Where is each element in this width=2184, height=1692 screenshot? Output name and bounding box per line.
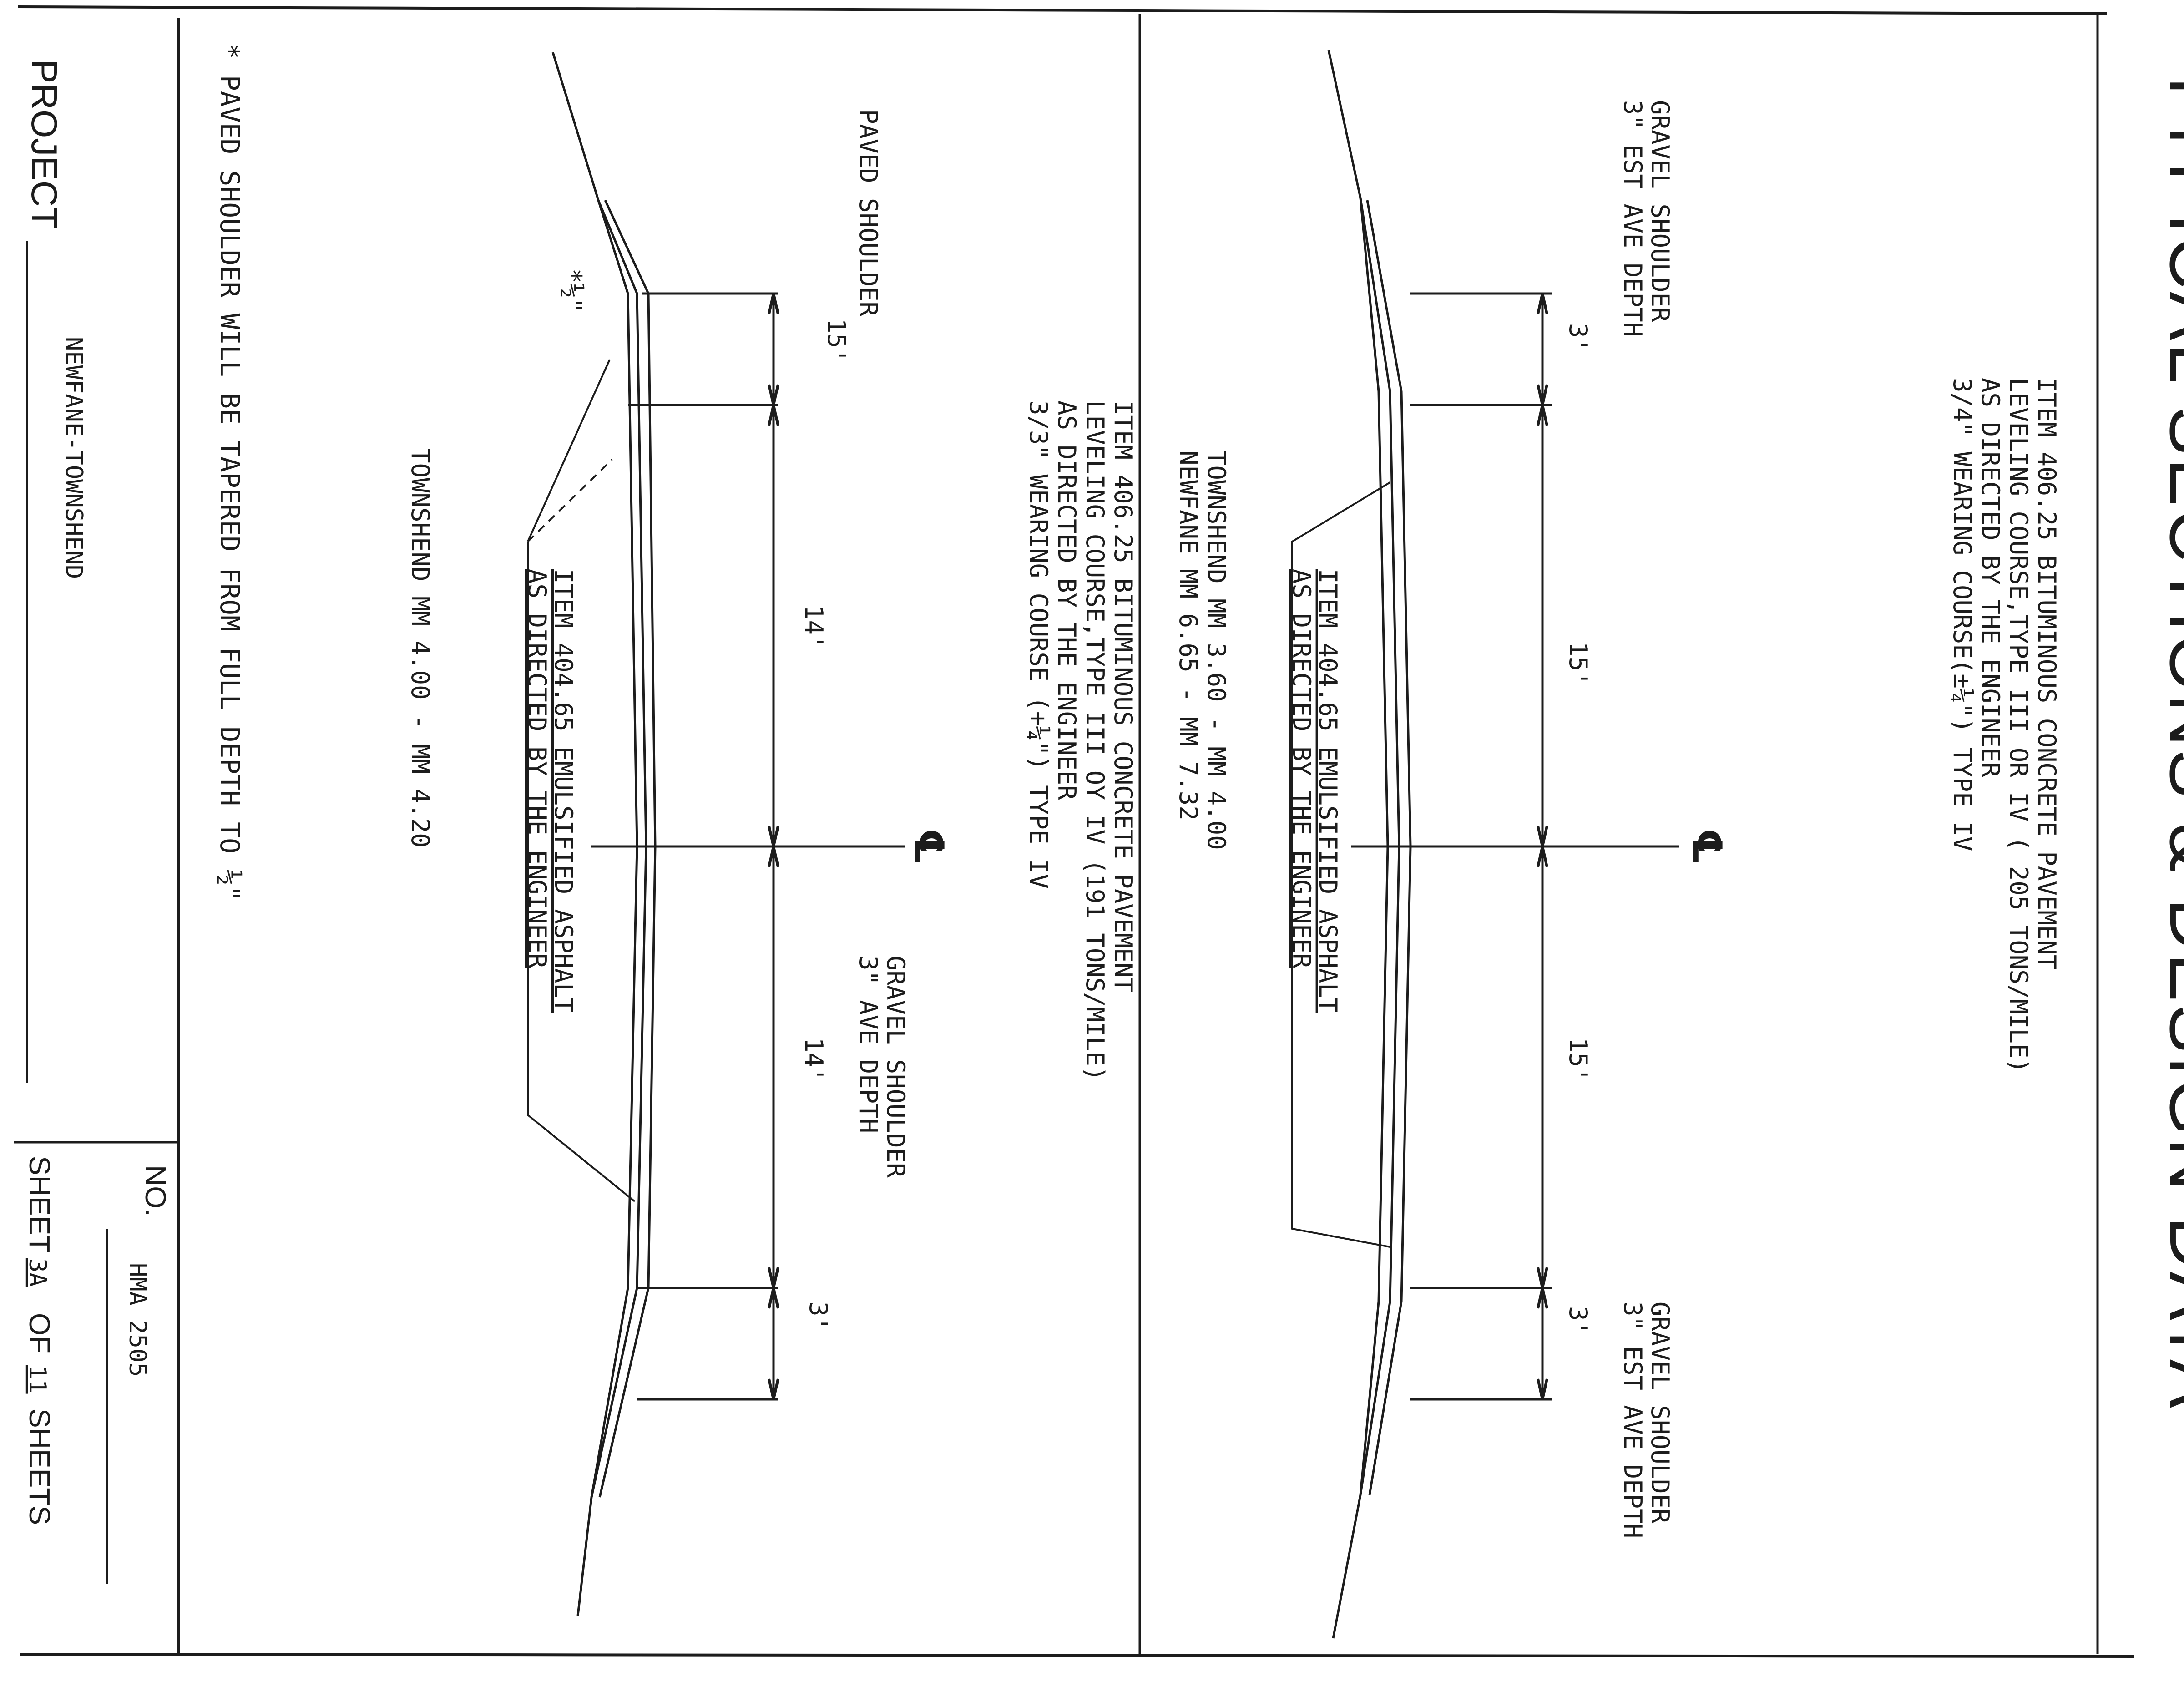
upper-item-line-3: AS DIRECTED BY THE ENGINEER bbox=[1976, 378, 2005, 777]
project-name: NEWFANE-TOWNSHEND bbox=[60, 337, 87, 579]
lower-right-shoulder-label: GRAVEL SHOULDER 3" AVE DEPTH bbox=[854, 956, 910, 1178]
lower-lane-left-width: 14' bbox=[799, 605, 828, 650]
lower-item-line-4: 3/3" WEARING COURSE (+¼") TYPE IV bbox=[1024, 400, 1053, 889]
lower-dimension-line bbox=[592, 292, 905, 1401]
sheet-of: OF bbox=[23, 1313, 56, 1353]
upper-location-line-2: NEWFANE MM 6.65 - MM 7.32 bbox=[1174, 451, 1203, 821]
footnote: * PAVED SHOULDER WILL BE TAPERED FROM FU… bbox=[214, 43, 245, 902]
upper-right-shoulder-line-1: GRAVEL SHOULDER bbox=[1646, 1302, 1674, 1524]
upper-centerline-symbol: ℄ bbox=[1684, 828, 1729, 865]
sheet-suffix: SHEETS bbox=[23, 1408, 56, 1525]
upper-left-shoulder-label: GRAVEL SHOULDER 3" EST AVE DEPTH bbox=[1618, 100, 1674, 337]
project-label: PROJECT bbox=[24, 59, 65, 229]
lower-tack-line-1: ITEM 404.65 EMULSIFIED ASPHALT bbox=[549, 569, 578, 1013]
upper-left-shoulder-line-2: 3" EST AVE DEPTH bbox=[1618, 100, 1647, 337]
upper-right-shoulder-width: 3' bbox=[1564, 1306, 1592, 1336]
lower-item-line-2: LEVELING COURSE,TYPE III OY IV (191 TONS… bbox=[1081, 400, 1109, 1081]
upper-item-line-2: LEVELING COURSE,TYPE III OR IV ( 205 TON… bbox=[2004, 378, 2033, 1073]
upper-item-note: ITEM 406.25 BITUMINOUS CONCRETE PAVEMENT… bbox=[1948, 378, 2061, 1073]
upper-lane-right-width: 15' bbox=[1564, 1038, 1592, 1082]
lower-section: ITEM 406.25 BITUMINOUS CONCRETE PAVEMENT… bbox=[406, 52, 1138, 1616]
upper-dimension-line bbox=[1351, 292, 1679, 1401]
lower-right-shoulder-line-2: 3" AVE DEPTH bbox=[854, 956, 883, 1133]
upper-right-shoulder-label: GRAVEL SHOULDER 3" EST AVE DEPTH bbox=[1618, 1302, 1674, 1538]
upper-tack-line-2: AS DIRECTED BY THE ENGINEER bbox=[1287, 569, 1316, 968]
lower-item-line-1: ITEM 406.25 BITUMINOUS CONCRETE PAVEMENT bbox=[1109, 400, 1138, 992]
sheet-prefix: SHEET bbox=[23, 1156, 56, 1253]
lower-taper-mark: *½" bbox=[558, 268, 587, 313]
lower-left-shoulder-width: 15' bbox=[822, 319, 851, 363]
upper-item-line-1: ITEM 406.25 BITUMINOUS CONCRETE PAVEMENT bbox=[2032, 378, 2061, 969]
lower-left-shoulder-label: PAVED SHOULDER bbox=[854, 109, 883, 317]
lower-tack-note: ITEM 404.65 EMULSIFIED ASPHALT AS DIRECT… bbox=[523, 569, 578, 1013]
sheet-title: TYPICAL SECTIONS & DESIGN DATA bbox=[2155, 64, 2184, 1411]
no-value: HMA 2505 bbox=[124, 1263, 151, 1377]
sheet-total: 11 bbox=[24, 1365, 51, 1394]
sheet-number: 3A bbox=[24, 1258, 51, 1287]
upper-left-shoulder-width: 3' bbox=[1564, 323, 1592, 353]
lower-item-note: ITEM 406.25 BITUMINOUS CONCRETE PAVEMENT… bbox=[1024, 400, 1138, 1081]
lower-lane-right-width: 14' bbox=[799, 1038, 828, 1082]
upper-tack-note: ITEM 404.65 EMULSIFIED ASPHALT AS DIRECT… bbox=[1287, 569, 1342, 1013]
lower-tack-leader bbox=[527, 359, 636, 1202]
lower-right-shoulder-line-1: GRAVEL SHOULDER bbox=[881, 956, 910, 1178]
upper-section: ITEM 406.25 BITUMINOUS CONCRETE PAVEMENT… bbox=[1174, 50, 2061, 1639]
lower-location-note: TOWNSHEND MM 4.00 - MM 4.20 bbox=[406, 448, 435, 848]
sheet-border bbox=[14, 5, 2134, 1658]
lower-right-shoulder-width: 3' bbox=[804, 1302, 833, 1331]
upper-tack-line-1: ITEM 404.65 EMULSIFIED ASPHALT bbox=[1314, 569, 1342, 1013]
upper-lane-left-width: 15' bbox=[1564, 642, 1592, 686]
title-block: PROJECT NEWFANE-TOWNSHEND NO. HMA 2505 S… bbox=[23, 59, 172, 1584]
lower-tack-line-2: AS DIRECTED BY THE ENGINEER bbox=[523, 569, 551, 968]
upper-left-shoulder-line-1: GRAVEL SHOULDER bbox=[1646, 100, 1674, 322]
upper-right-shoulder-line-2: 3" EST AVE DEPTH bbox=[1618, 1302, 1647, 1538]
upper-item-line-4: 3/4" WEARING COURSE(±¼") TYPE IV bbox=[1948, 378, 1977, 851]
upper-location-note: TOWNSHEND MM 3.60 - MM 4.00 NEWFANE MM 6… bbox=[1174, 451, 1231, 850]
lower-item-line-3: AS DIRECTED BY THE ENGINEER bbox=[1052, 400, 1081, 800]
upper-location-line-1: TOWNSHEND MM 3.60 - MM 4.00 bbox=[1202, 451, 1231, 850]
upper-tack-leader bbox=[1291, 481, 1391, 1248]
no-label: NO. bbox=[139, 1165, 172, 1217]
sheet-count: SHEET 3A OF 11 SHEETS bbox=[23, 1156, 56, 1525]
lower-centerline-symbol: ℄ bbox=[905, 828, 951, 865]
